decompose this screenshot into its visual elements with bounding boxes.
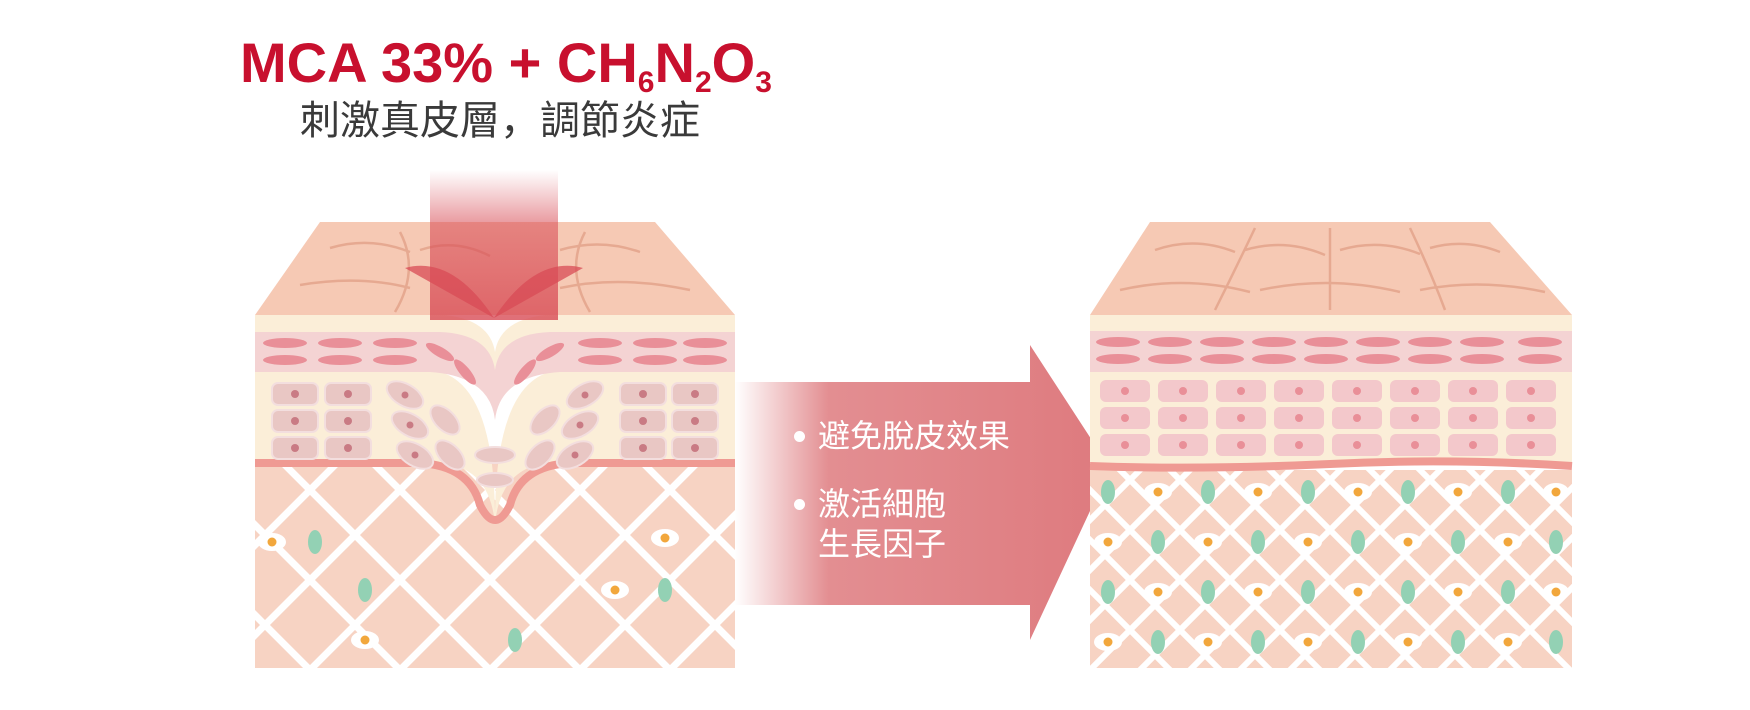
left-cells (271, 380, 719, 488)
right-surface-edge (1090, 315, 1572, 331)
subtitle: 刺激真皮層，調節炎症 (300, 98, 700, 144)
bullet-icon (794, 431, 805, 442)
left-skin-block (255, 170, 735, 668)
left-flat-cells (263, 338, 727, 385)
right-surface-wrinkles (1119, 227, 1546, 311)
formula-sub-6: 6 (637, 66, 655, 99)
right-membrane (1089, 457, 1573, 472)
formula-main: MCA 33% + CH (240, 31, 638, 94)
formula-o: O (711, 31, 756, 94)
benefit-line: 激活細胞 (818, 485, 947, 523)
left-epidermis (255, 370, 735, 525)
right-fibroblasts (1101, 480, 1563, 654)
left-surface-dip (255, 315, 735, 370)
left-nucleus-cells (258, 529, 679, 649)
benefit-item: 避免脫皮效果 (790, 416, 1010, 456)
right-cells (1100, 380, 1556, 456)
right-flat-cells (1096, 337, 1562, 364)
left-membrane (255, 459, 735, 524)
right-nucleus-cells (1094, 483, 1569, 651)
left-pink-band (255, 330, 735, 420)
headline: MCA 33% + CH6N2O3 刺激真皮層，調節炎症 (240, 30, 772, 146)
benefit-line: 生長因子 (818, 525, 947, 563)
transition-arrow (735, 345, 1110, 640)
benefit-line: 避免脫皮效果 (818, 417, 1011, 455)
formula-sub-3: 3 (755, 66, 772, 99)
formula-n: N (654, 31, 695, 94)
benefit-item: 激活細胞 生長因子 (790, 484, 1010, 564)
benefit-list: 避免脫皮效果 激活細胞 生長因子 (790, 416, 1010, 592)
left-fibroblasts (308, 530, 672, 652)
formula-title: MCA 33% + CH6N2O3 (240, 30, 772, 99)
formula-sub-2: 2 (694, 66, 712, 99)
bullet-icon (794, 499, 805, 510)
down-arrow (405, 170, 583, 320)
right-skin-block (1089, 222, 1573, 668)
